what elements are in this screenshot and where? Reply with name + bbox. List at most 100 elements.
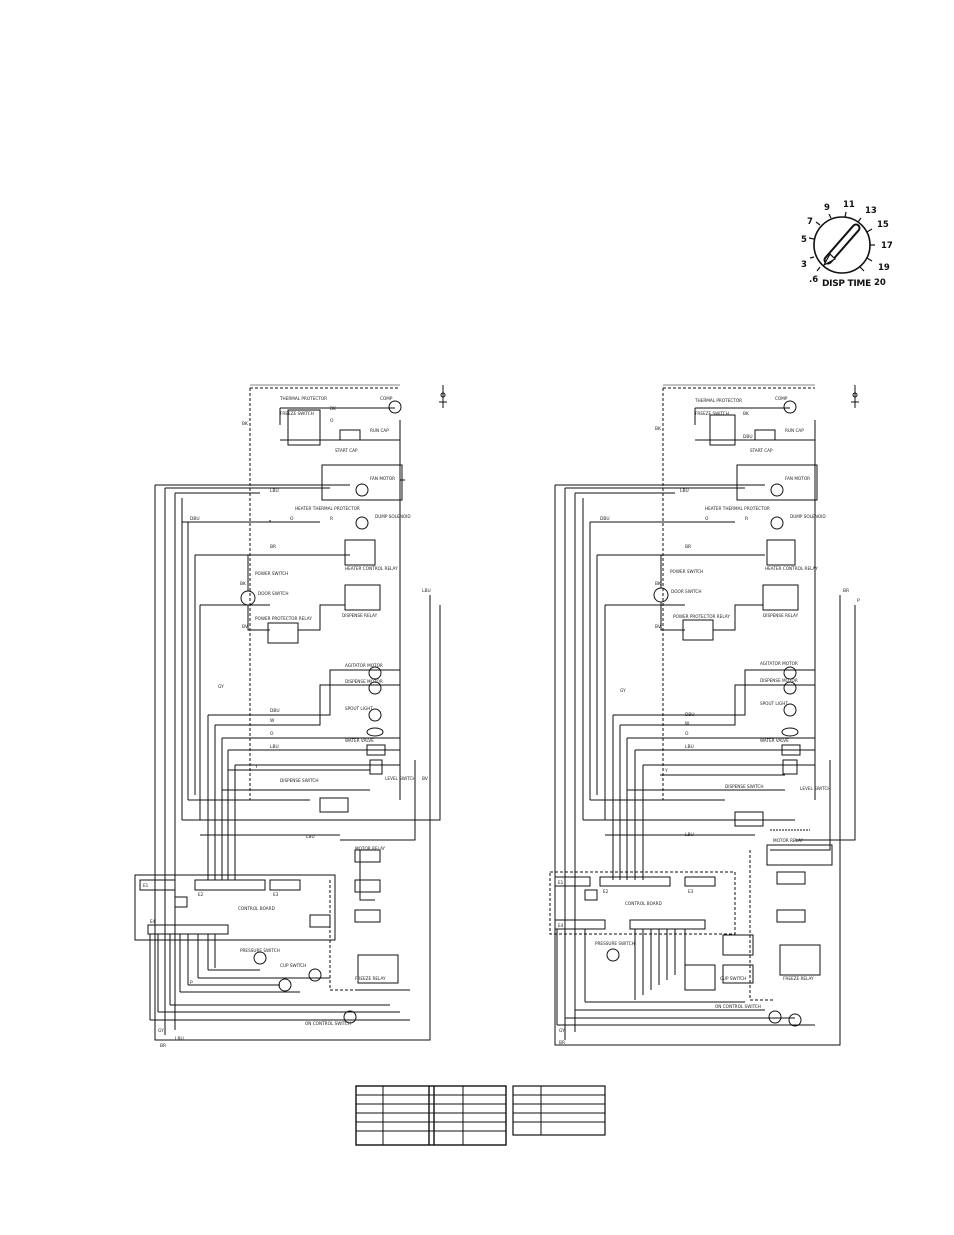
label-motor-relay-r: MOTOR RELAY bbox=[773, 838, 804, 843]
label-thermal-protector: THERMAL PROTECTOR bbox=[279, 396, 327, 401]
wire-label-br-r3: BR bbox=[559, 1040, 565, 1046]
wire-label-y-r: Y bbox=[664, 768, 668, 774]
wire-label-gy: GY bbox=[218, 684, 224, 690]
wire-label-dbu: DBU bbox=[190, 516, 200, 522]
label-start-cap-r: START CAP bbox=[750, 448, 773, 453]
terminal-e4: E4 bbox=[150, 919, 156, 924]
wire-label-p-r: P bbox=[857, 598, 860, 604]
wire-label-br: BR bbox=[270, 544, 276, 550]
wire-label-bk-2: BK bbox=[330, 406, 336, 412]
label-spout-light: SPOUT LIGHT bbox=[345, 706, 373, 711]
label-dispense-motor: DISPENSE MOTOR bbox=[345, 679, 383, 684]
label-door-switch-r: DOOR SWITCH bbox=[671, 589, 701, 594]
compressor-symbol bbox=[388, 400, 402, 414]
door-switch-symbol bbox=[240, 590, 256, 606]
dial-tick-9: 9 bbox=[824, 203, 830, 213]
wire-label-lbu-r3: LBU bbox=[685, 832, 694, 838]
wire-label-lbu: LBU bbox=[270, 488, 279, 494]
wire-label-p: P bbox=[190, 980, 193, 986]
label-agitator-motor: AGITATOR MOTOR bbox=[345, 663, 383, 668]
dump-solenoid-symbol bbox=[355, 516, 369, 530]
label-cup-switch: CUP SWITCH bbox=[280, 963, 306, 968]
wiring-diagram-left: BK BK O LBU DBU O R BR BK BV GY DBU W O … bbox=[134, 384, 447, 1049]
heater-relay-box bbox=[344, 539, 376, 566]
dial-tick-19: 19 bbox=[878, 263, 890, 273]
label-power-relay: POWER PROTECTOR RELAY bbox=[255, 616, 312, 621]
wire-label-bk-r: BK bbox=[655, 426, 661, 432]
dispense-motor-symbol bbox=[368, 681, 382, 695]
wire-label-r-r: R bbox=[745, 516, 748, 522]
label-dispense-relay-r: DISPENSE RELAY bbox=[763, 613, 799, 618]
wire-label-dbu-r3: DBU bbox=[685, 712, 695, 718]
dispense-relay-box bbox=[344, 584, 381, 611]
label-on-control-switch-r: ON CONTROL SWITCH bbox=[715, 1004, 761, 1009]
wire-label-o-r2: O bbox=[685, 731, 689, 737]
wire-label-lbu-r2: LBU bbox=[685, 744, 694, 750]
label-pressure-switch-r: PRESSURE SWITCH bbox=[595, 941, 635, 946]
label-cup-switch-r: CUP SWITCH bbox=[720, 976, 746, 981]
wire-label-gy-r: GY bbox=[620, 688, 626, 694]
label-dispense-switch: DISPENSE SWITCH bbox=[280, 778, 318, 783]
wire-label-dbu-2: DBU bbox=[270, 708, 280, 714]
dial-tick-15: 15 bbox=[877, 220, 889, 230]
label-freeze-switch-r: FREEZE SWITCH bbox=[695, 411, 729, 416]
label-fan-motor: FAN MOTOR bbox=[370, 476, 395, 481]
label-freeze-switch: FREEZE SWITCH bbox=[280, 411, 314, 416]
terminal-e3-r: E3 bbox=[688, 889, 694, 894]
wire-label-o: O bbox=[330, 418, 334, 424]
dashed-enclosure bbox=[249, 387, 400, 800]
ground-symbol-right bbox=[851, 385, 859, 408]
wire-label-br-2: BR bbox=[160, 1043, 166, 1049]
dial-title: DISP TIME bbox=[822, 279, 871, 289]
dial-tick-3: 3 bbox=[801, 260, 807, 270]
label-fan-motor-r: FAN MOTOR bbox=[785, 476, 810, 481]
label-power-switch: POWER SWITCH bbox=[255, 571, 288, 576]
dial-tick-20: 20 bbox=[874, 278, 886, 288]
dial-tick-5: 5 bbox=[801, 235, 807, 245]
label-thermal-protector-r: THERMAL PROTECTOR bbox=[694, 398, 742, 403]
terminal-e2: E2 bbox=[198, 892, 204, 897]
dial-pointer[interactable] bbox=[822, 223, 861, 267]
wire-label-lbu-5: LBU bbox=[175, 1036, 184, 1042]
label-run-cap-r: RUN CAP bbox=[785, 428, 804, 433]
label-level-switch-r: LEVEL SWITCH bbox=[800, 786, 831, 791]
freeze-switch-box bbox=[287, 409, 321, 446]
terminal-e2-r: E2 bbox=[603, 889, 609, 894]
wire-label-bv-2: BV bbox=[422, 776, 428, 782]
dial-tick-7: 7 bbox=[807, 217, 813, 227]
wiring-diagram-right: BK BK DBU LBU DBU O R BR BK BV GY DBU W … bbox=[549, 384, 860, 1046]
label-power-relay-r: POWER PROTECTOR RELAY bbox=[673, 614, 730, 619]
dial-tick-11: 11 bbox=[843, 200, 855, 210]
label-freeze-relay: FREEZE RELAY bbox=[355, 976, 386, 981]
label-comp-r: COMP bbox=[775, 396, 788, 401]
wire-label-br-r: BR bbox=[685, 544, 691, 550]
wire-label-bv-r: BV bbox=[655, 624, 661, 630]
label-dispense-motor-r: DISPENSE MOTOR bbox=[760, 678, 798, 683]
wire-label-o-r: O bbox=[705, 516, 709, 522]
wire-label-r: R bbox=[330, 516, 333, 522]
wire-label-o-2: O bbox=[290, 516, 294, 522]
disp-time-dial: .6 3 5 7 9 11 13 15 17 19 20 DISP TIME bbox=[801, 200, 893, 289]
wire-label-w-r: W bbox=[685, 721, 690, 727]
terminal-e1-r: E1 bbox=[558, 880, 564, 885]
label-on-control-switch: ON CONTROL SWITCH bbox=[305, 1021, 351, 1026]
wire-label-gy-r2: GY bbox=[559, 1028, 565, 1034]
label-dispense-switch-r: DISPENSE SWITCH bbox=[725, 784, 763, 789]
label-motor-relay: MOTOR RELAY bbox=[355, 846, 386, 851]
label-level-switch: LEVEL SWITCH bbox=[385, 776, 416, 781]
label-dispense-relay: DISPENSE RELAY bbox=[342, 613, 378, 618]
label-power-switch-r: POWER SWITCH bbox=[670, 569, 703, 574]
label-dump-solenoid-r: DUMP SOLENOID bbox=[790, 514, 826, 519]
wire-label-lbu-4: LBU bbox=[422, 588, 431, 594]
label-run-cap: RUN CAP bbox=[370, 428, 389, 433]
wire-label-lbu-r: LBU bbox=[680, 488, 689, 494]
terminal-e1: E1 bbox=[143, 883, 149, 888]
wire-label-o-3: O bbox=[270, 731, 274, 737]
label-start-cap: START CAP bbox=[335, 448, 358, 453]
label-water-valve: WATER VALVE bbox=[345, 738, 374, 743]
wire-label-bk-r2: BK bbox=[743, 411, 749, 417]
wire-label-lbu-3: LBU bbox=[306, 834, 315, 840]
control-board-outline bbox=[134, 874, 336, 941]
label-dump-solenoid: DUMP SOLENOID bbox=[375, 514, 411, 519]
wire-label-w: W bbox=[270, 718, 275, 724]
